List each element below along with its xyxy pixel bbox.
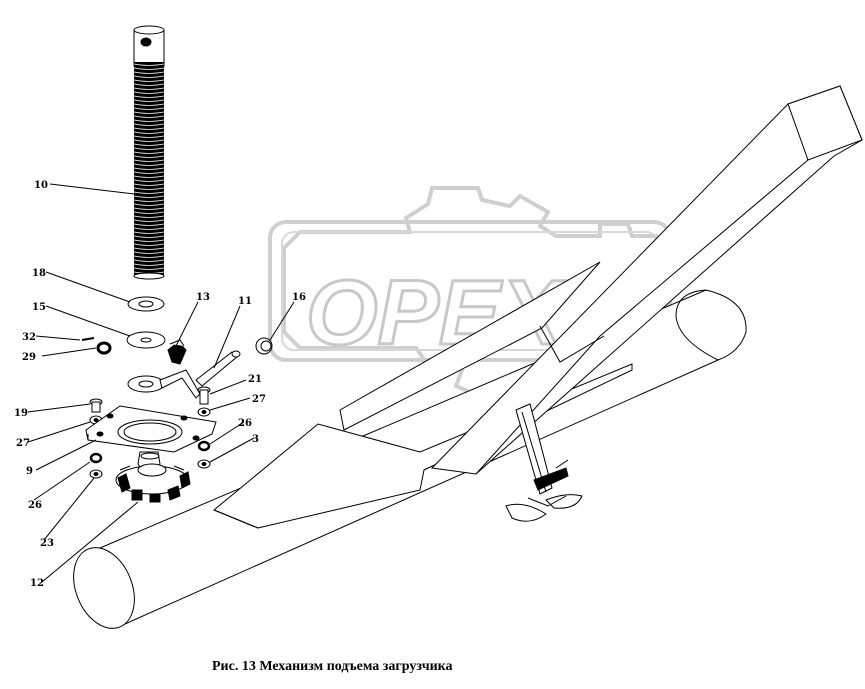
- leader-lines: [27, 183, 295, 583]
- thread-line: [133, 211, 165, 214]
- thread-line: [133, 151, 165, 154]
- thread-line: [133, 187, 165, 190]
- callout-3: 3: [252, 434, 259, 445]
- callout-26-right: 26: [238, 418, 252, 429]
- thread-line: [133, 219, 165, 222]
- part-23-nut: [89, 469, 103, 479]
- thread-line: [133, 175, 165, 178]
- callout-29: 29: [22, 352, 36, 363]
- thread-line: [133, 143, 165, 146]
- thread-line: [133, 215, 165, 218]
- callout-13: 13: [196, 292, 210, 303]
- thread-line: [133, 67, 165, 70]
- part-11-handle: [127, 350, 241, 399]
- part-32-pin: [81, 337, 95, 341]
- thread-line: [133, 95, 165, 98]
- screw-threads: [133, 63, 165, 274]
- thread-line: [133, 107, 165, 110]
- thread-line: [133, 195, 165, 198]
- thread-line: [133, 63, 165, 66]
- callout-21: 21: [248, 374, 262, 385]
- part-10-screw: [133, 25, 165, 280]
- thread-line: [133, 87, 165, 90]
- support-leg: [505, 403, 583, 522]
- thread-line: [133, 99, 165, 102]
- thread-line: [133, 239, 165, 242]
- thread-line: [133, 167, 165, 170]
- thread-line: [133, 199, 165, 202]
- part-26-spring-washer-left: [89, 452, 103, 464]
- thread-line: [133, 159, 165, 162]
- callout-27-left: 27: [16, 438, 30, 449]
- thread-line: [133, 75, 165, 78]
- thread-line: [133, 103, 165, 106]
- beam-end-face: [73, 547, 135, 629]
- thread-line: [133, 251, 165, 254]
- part-9-mounting-plate: [85, 405, 217, 453]
- thread-line: [133, 147, 165, 150]
- thread-line: [133, 255, 165, 258]
- part-16-bushing: [255, 337, 273, 355]
- thread-line: [133, 79, 165, 82]
- callout-10: 10: [34, 180, 48, 191]
- callout-19: 19: [14, 408, 28, 419]
- thread-line: [133, 115, 165, 118]
- part-19-bolt: [89, 398, 103, 413]
- callout-labels: 10 18 15 13 11 16 32 29 21 27 19 27 26 3…: [14, 180, 306, 589]
- thread-line: [133, 243, 165, 246]
- loader-arm: [339, 85, 863, 475]
- part-21-bolt: [197, 386, 211, 405]
- figure-caption: Рис. 13 Механизм подъема загрузчика: [212, 659, 453, 674]
- part-13-bracket: [167, 339, 187, 365]
- callout-26-left: 26: [28, 500, 42, 511]
- callout-27-right: 27: [252, 394, 266, 405]
- thread-line: [133, 263, 165, 266]
- callout-15: 15: [32, 302, 46, 313]
- thread-line: [133, 139, 165, 142]
- thread-line: [133, 127, 165, 130]
- beam-plate: [213, 363, 633, 529]
- thread-line: [133, 183, 165, 186]
- thread-line: [133, 179, 165, 182]
- thread-line: [133, 71, 165, 74]
- thread-line: [133, 83, 165, 86]
- callout-12: 12: [30, 578, 44, 589]
- thread-line: [133, 207, 165, 210]
- thread-line: [133, 171, 165, 174]
- part-3-nut: [197, 459, 211, 469]
- thread-line: [133, 119, 165, 122]
- callout-18: 18: [32, 268, 46, 279]
- callout-32: 32: [22, 332, 36, 343]
- callout-9: 9: [26, 466, 33, 477]
- thread-line: [133, 235, 165, 238]
- thread-line: [133, 131, 165, 134]
- thread-line: [133, 191, 165, 194]
- part-12-gear: [115, 451, 191, 503]
- thread-line: [133, 267, 165, 270]
- thread-line: [133, 259, 165, 262]
- part-29-ring: [96, 341, 112, 355]
- callout-23: 23: [40, 538, 54, 549]
- thread-line: [133, 227, 165, 230]
- part-15-washer: [126, 331, 166, 349]
- part-26-spring-washer: [197, 440, 211, 452]
- thread-line: [133, 155, 165, 158]
- part-27-nut-right: [197, 407, 211, 417]
- callout-16: 16: [292, 292, 306, 303]
- callout-11: 11: [238, 296, 252, 307]
- thread-line: [133, 111, 165, 114]
- thread-line: [133, 135, 165, 138]
- thread-line: [133, 91, 165, 94]
- thread-line: [133, 223, 165, 226]
- thread-line: [133, 123, 165, 126]
- thread-line: [133, 247, 165, 250]
- thread-line: [133, 231, 165, 234]
- thread-line: [133, 203, 165, 206]
- thread-line: [133, 163, 165, 166]
- part-18-washer: [127, 296, 165, 312]
